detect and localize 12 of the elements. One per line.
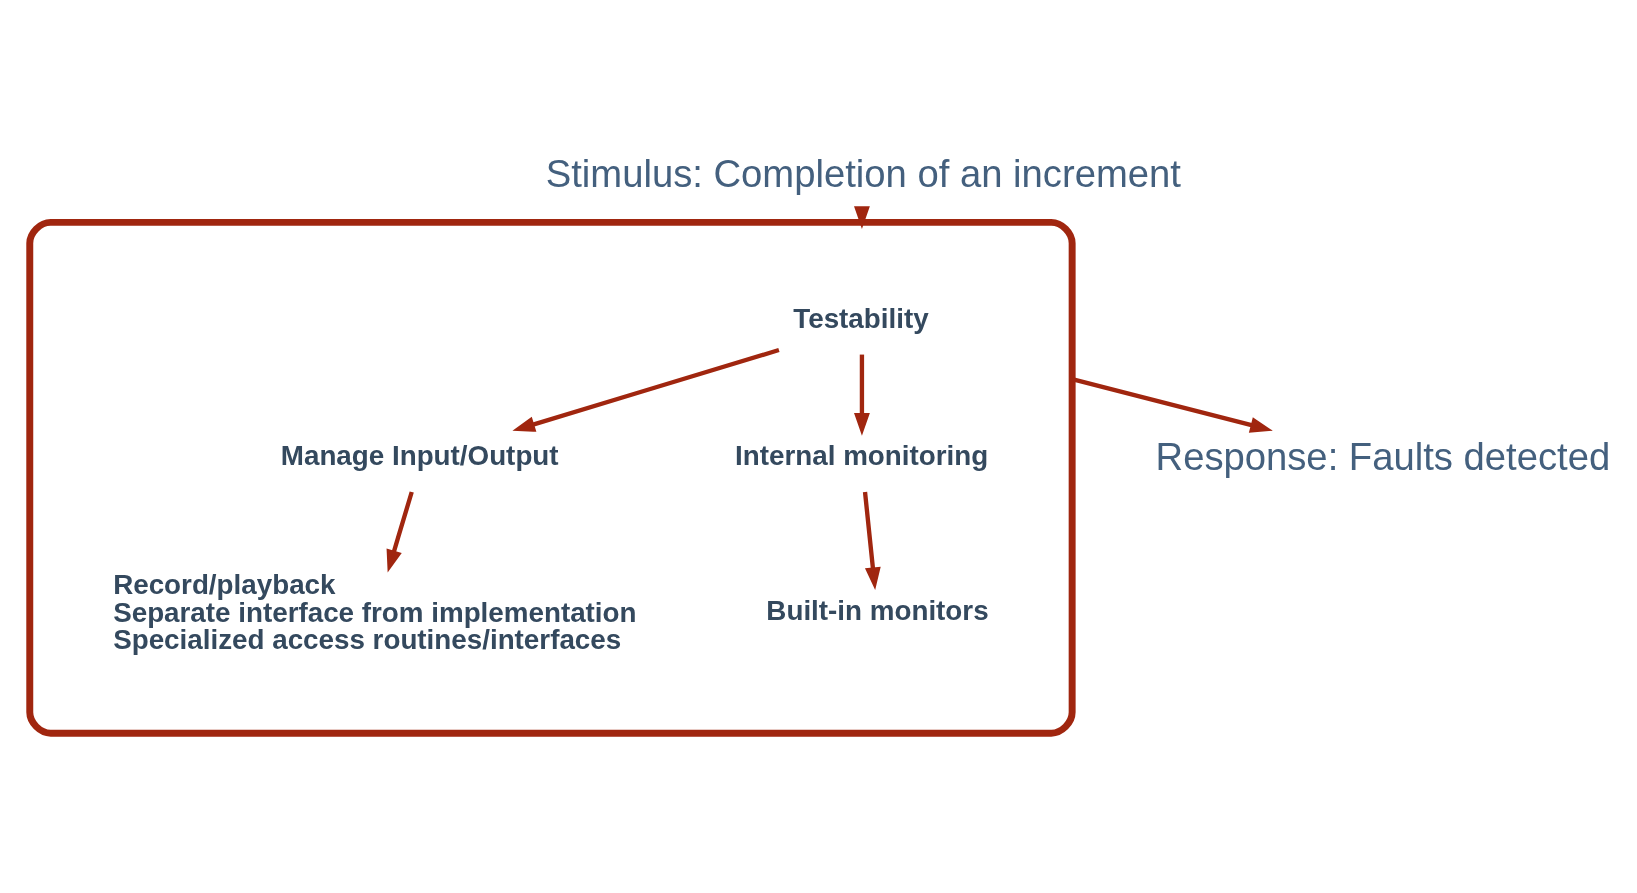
node-text: Record/playback Separate interface from implementation Specialized access routines/interfaces <box>113 568 637 656</box>
node-text: Response: Faults detected <box>1155 435 1611 479</box>
arrow <box>512 347 780 432</box>
node-text: Built-in monitors <box>766 594 989 626</box>
arrow <box>862 491 881 591</box>
arrow <box>854 354 870 436</box>
node-text: Testability <box>793 303 929 335</box>
node-text: Stimulus: Completion of an increment <box>545 151 1181 195</box>
cluster <box>26 218 1076 737</box>
arrow <box>386 491 414 573</box>
node-text: Manage Input/Output <box>280 440 559 472</box>
node-text: Internal monitoring <box>735 440 989 472</box>
